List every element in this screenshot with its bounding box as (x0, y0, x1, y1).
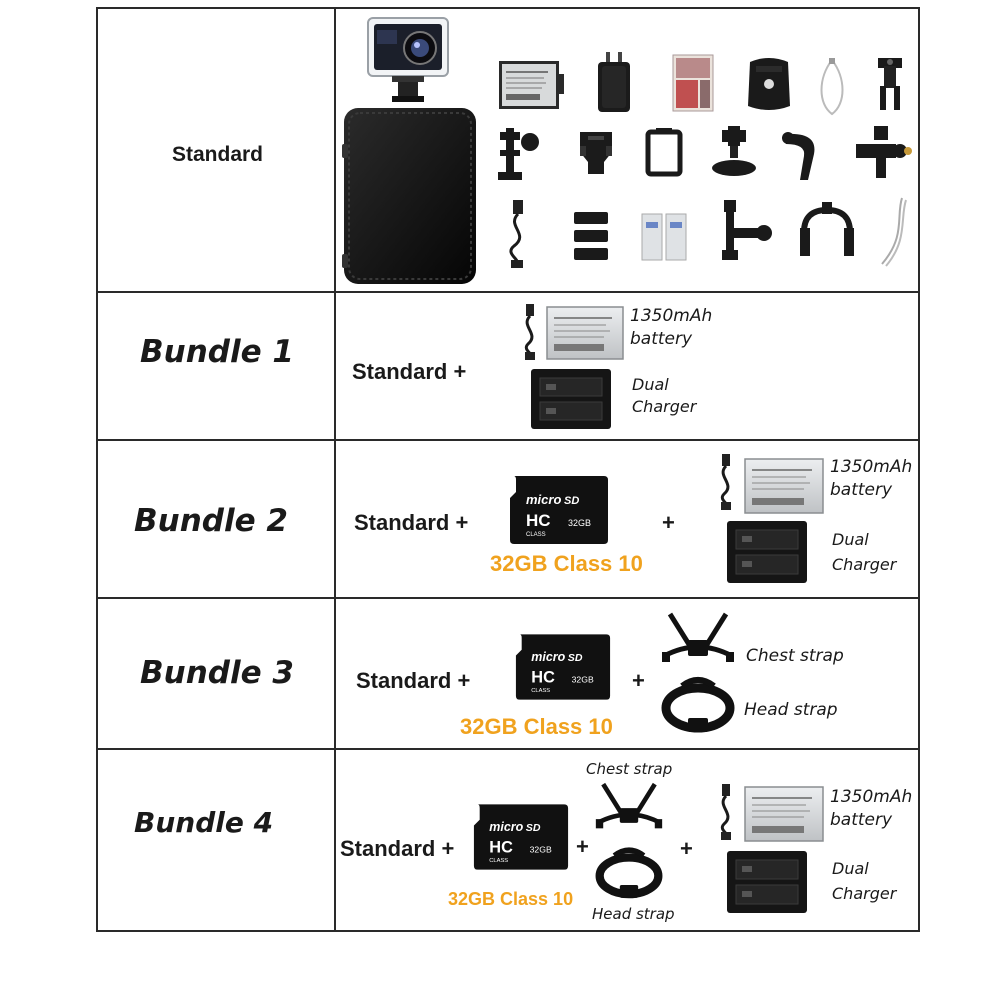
sd-hc: HC (531, 668, 555, 686)
j-hook-mount-icon (782, 132, 815, 180)
row-label-bundle-3: Bundle 3 (140, 655, 294, 691)
standard-plus-label: Standard + (352, 359, 467, 384)
protective-frame-icon (645, 128, 683, 177)
charger-word-charger: Charger (632, 396, 697, 416)
charger-word-dual: Dual (832, 530, 869, 549)
sd-class: CLASS (531, 688, 550, 694)
sd-hc: HC (526, 511, 551, 530)
wall-charger-icon (598, 52, 630, 112)
head-strap-icon (595, 847, 663, 899)
sd-capacity: 32GB (572, 674, 594, 684)
sd-brand-sd: SD (568, 652, 583, 664)
standard-plus-label: Standard + (356, 668, 471, 693)
dual-charger-icon (727, 851, 807, 913)
dual-charger-icon (531, 369, 611, 429)
battery-word: battery (830, 809, 893, 830)
battery-word: battery (630, 328, 693, 349)
charger-label: Dual Charger (832, 528, 896, 578)
usb-cable-icon (720, 784, 731, 840)
head-strap-label: Head strap (592, 905, 675, 923)
battery-capacity: 1350mAh (630, 306, 713, 326)
long-pivot-arm-icon (722, 200, 772, 260)
charger-word-charger: Charger (832, 554, 897, 574)
row-divider (96, 291, 920, 293)
usb-cable-icon (720, 454, 731, 510)
sd-capacity: 32GB (568, 518, 591, 528)
battery-capacity: 1350mAh (830, 457, 913, 477)
sd-brand-micro: micro (531, 650, 565, 664)
plus-sign: + (680, 836, 693, 861)
plus-sign: + (662, 510, 675, 535)
usb-cable-icon (509, 200, 523, 268)
cable-ties-icon (881, 197, 907, 267)
battery-icon (744, 458, 824, 514)
battery-icon (546, 306, 624, 360)
micro-sd-card-icon: micro SD HC 32GB CLASS (510, 476, 608, 544)
row-label-bundle-4: Bundle 4 (134, 806, 274, 839)
sd-brand-micro: micro (526, 492, 561, 507)
column-divider (334, 7, 336, 932)
battery-label: 1350mAh battery (830, 786, 912, 832)
head-strap-label: Head strap (744, 700, 838, 720)
extension-arm-icon (498, 128, 539, 180)
battery-capacity: 1350mAh (830, 787, 913, 807)
charger-word-dual: Dual (832, 859, 869, 878)
velcro-straps-icon (574, 212, 608, 260)
table-border-left (96, 7, 98, 932)
sd-class: CLASS (489, 858, 508, 864)
carry-case-icon (342, 108, 476, 284)
standard-plus-label: Standard + (354, 510, 469, 535)
battery-icon (744, 786, 824, 842)
chest-strap-label: Chest strap (746, 646, 844, 666)
chest-strap-icon (662, 612, 734, 662)
sd-brand-sd: SD (564, 495, 579, 507)
pivot-arm-icon (856, 126, 912, 178)
safety-tether-icon (820, 58, 844, 116)
sd-brand-sd: SD (526, 822, 541, 834)
battery-label: 1350mAh battery (830, 456, 912, 502)
chest-strap-label: Chest strap (586, 760, 673, 778)
head-strap-icon (661, 677, 735, 733)
sd-brand-micro: micro (489, 820, 523, 834)
user-manual-icon (672, 54, 714, 112)
table-border-bottom (96, 930, 920, 932)
tripod-mount-icon (712, 126, 756, 176)
handlebar-mount-icon (800, 202, 854, 256)
standard-plus-label: Standard + (340, 836, 455, 861)
row-divider (96, 597, 920, 599)
quick-release-buckle-icon (580, 132, 612, 174)
sd-capacity: 32GB (530, 844, 552, 854)
plus-sign: + (576, 834, 589, 859)
sd-card-label: 32GB Class 10 (490, 551, 643, 576)
row-label-standard: Standard (172, 143, 264, 166)
row-label-bundle-1: Bundle 1 (140, 334, 294, 370)
sd-card-label: 32GB Class 10 (460, 714, 613, 739)
tripod-adapter-icon (878, 58, 902, 110)
charger-label: Dual Charger (832, 857, 896, 907)
sd-class: CLASS (526, 532, 546, 538)
adhesive-pads-icon (641, 213, 687, 261)
charger-label: Dual Charger (632, 374, 696, 417)
row-divider (96, 748, 920, 750)
action-camera-icon (367, 17, 449, 102)
sd-card-label: 32GB Class 10 (448, 889, 574, 909)
battery-icon (499, 61, 564, 109)
plus-sign: + (632, 668, 645, 693)
dual-charger-icon (727, 521, 807, 583)
battery-word: battery (830, 479, 893, 500)
curved-mount-icon (748, 58, 790, 110)
charger-word-charger: Charger (832, 883, 897, 903)
row-label-bundle-2: Bundle 2 (134, 503, 288, 539)
charger-word-dual: Dual (632, 375, 669, 394)
table-border-right (918, 7, 920, 932)
battery-label: 1350mAh battery (630, 305, 712, 351)
table-border-top (96, 7, 920, 9)
sd-hc: HC (489, 838, 513, 856)
chest-strap-icon (595, 782, 663, 829)
micro-sd-card-icon: micro SD HC 32GB CLASS (473, 804, 569, 870)
usb-cable-icon (524, 304, 535, 360)
micro-sd-card-icon: micro SD HC 32GB CLASS (515, 634, 611, 700)
row-divider (96, 439, 920, 441)
